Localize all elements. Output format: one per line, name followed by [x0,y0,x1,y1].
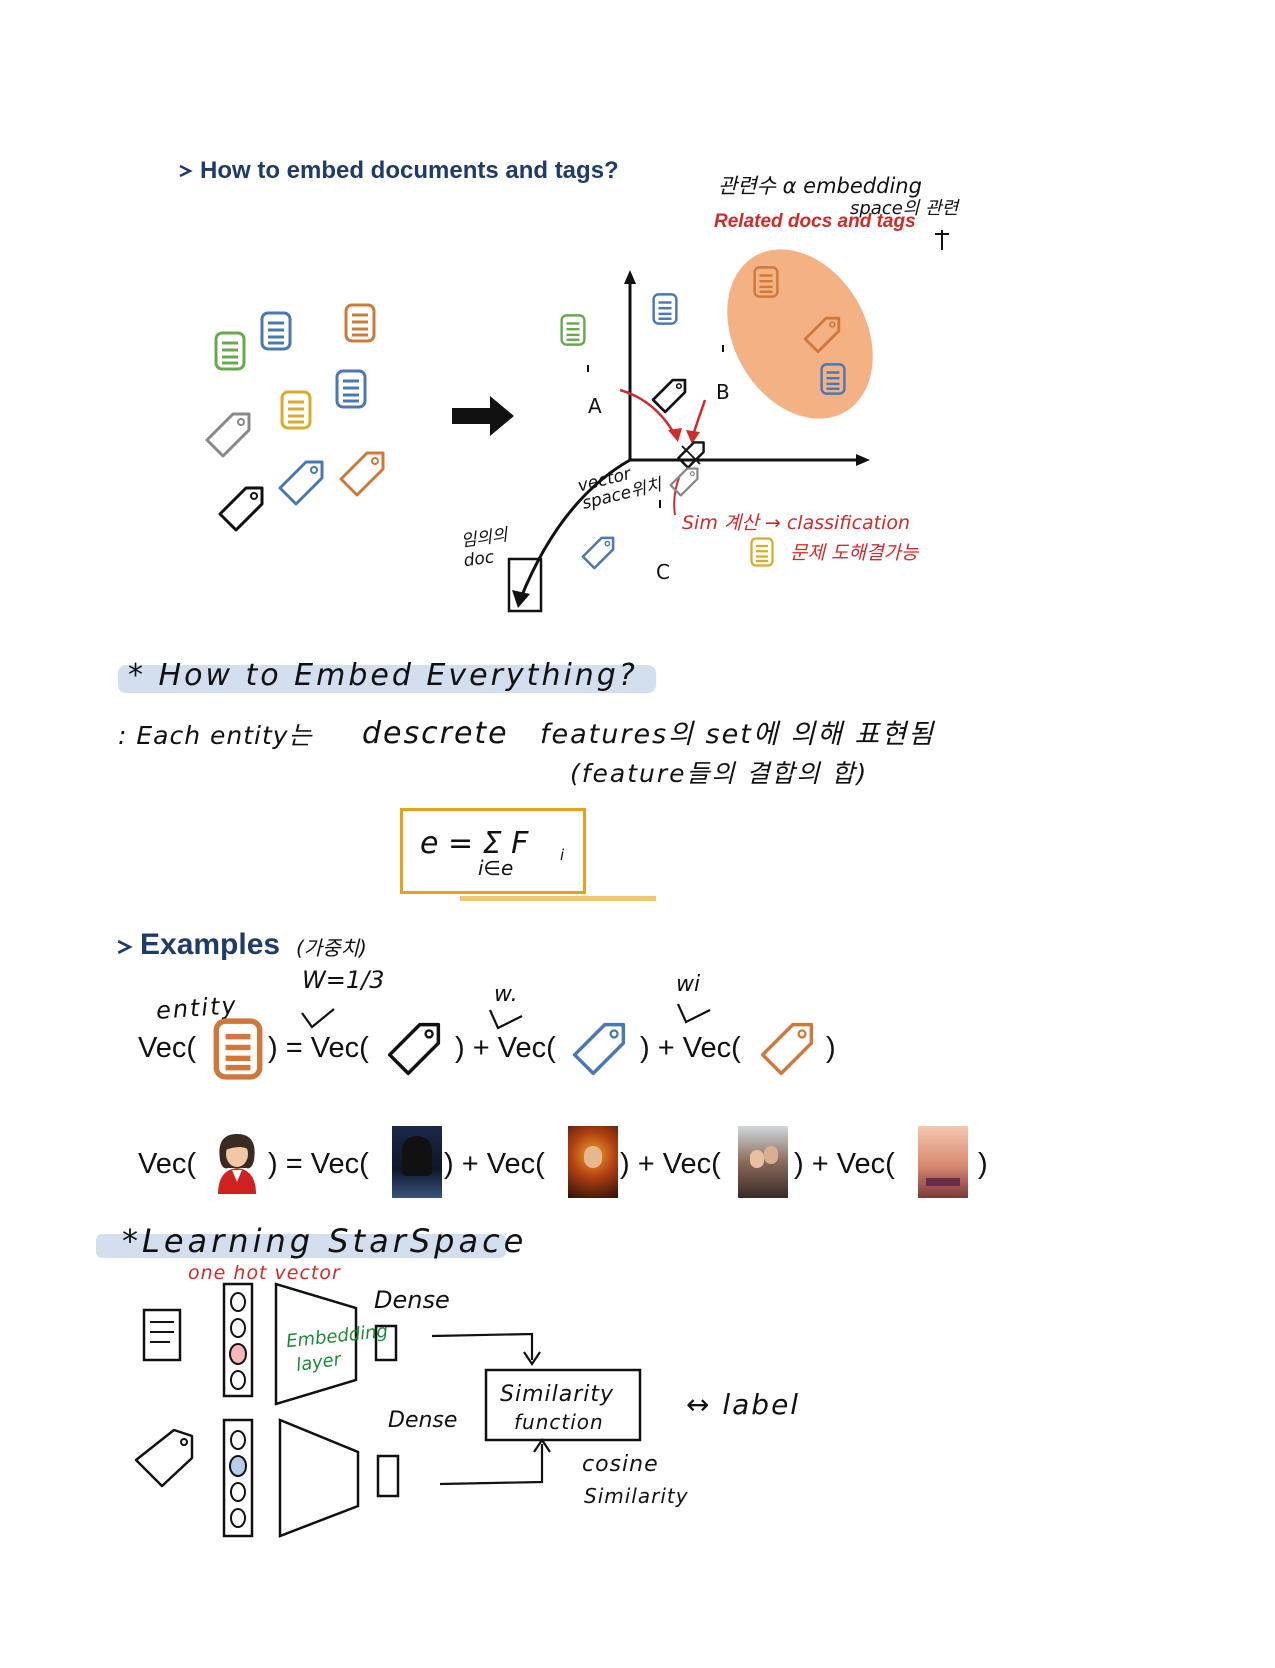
entity-line-a: : Each entity는 [118,721,313,750]
label-text: ↔ label [686,1388,801,1421]
formula-index: i [560,846,565,864]
movie-poster-2 [568,1126,618,1198]
weight-eq: W=1/3 [302,966,385,994]
doc-icon-green [214,331,246,371]
up-arrow-note-icon [935,230,949,250]
movie-poster-3 [738,1126,788,1198]
learning-heading: *Learning StarSpace [122,1222,528,1260]
learning-highlight [96,1234,506,1258]
tag-icon-orange-example [760,1022,814,1076]
examples-title: Examples [140,928,281,961]
tag-icon-black-example [387,1022,441,1076]
sim-note: Sim 계산 → classification [682,512,911,534]
close-2: ) [978,1148,988,1180]
plus-open-2: ) + Vec( [640,1032,741,1064]
formula-subscript: i∈e [478,856,514,880]
plus-open-3: ) + Vec( [444,1148,545,1180]
section-heading-everything: * How to Embed Everything? [128,658,638,693]
doc-icon-orange-cluster [753,266,779,298]
tag-icon-blue-diagram [581,536,615,570]
w-note-2: wi [676,972,701,997]
vec-open-2: Vec( [138,1148,197,1180]
cosine-label-2: Similarity [584,1484,689,1508]
weight-note: (가중치) [296,936,367,960]
entity-line-2: (feature들의 결합의 합) [570,759,869,788]
transform-arrow-icon [452,396,514,436]
tag-icon-orange-cluster [803,316,841,354]
starspace-diagram [134,1282,642,1538]
one-hot-label: one hot vector [188,1262,341,1284]
label-c: C [656,560,670,584]
sim-note-2: 문제 도해결가능 [790,542,919,564]
dense-label-1: Dense [374,1286,450,1314]
doc-icon-yellow-note [750,537,774,567]
handwritten-note-top: 관련수 α embedding [718,174,922,198]
dense-label-2: Dense [388,1408,458,1433]
tag-icon-blue-example [572,1022,626,1076]
tag-icon-orange [339,451,385,497]
handwritten-note-top2: space의 관련 [850,198,959,219]
check-mark-icon-3 [676,1003,711,1024]
movie-poster-1 [392,1126,442,1198]
close-1: ) [826,1032,836,1064]
tag-icon-gray [205,412,251,458]
label-a: A [588,394,602,418]
similarity-label-1: Similarity [500,1382,615,1407]
plus-open-1: ) + Vec( [455,1032,556,1064]
label-b: B [716,380,730,404]
w-note-1: w. [494,982,518,1007]
random-doc-box-icon [507,557,543,613]
tag-icon-target-diagram [677,441,705,469]
tag-icon-gray-diagram [669,467,699,497]
doc-icon-orange [344,303,376,343]
eq-open-1: ) = Vec( [268,1032,369,1064]
tag-icon-black [218,486,264,532]
doc-icon-yellow [280,390,312,430]
check-mark-icon-2 [488,1009,523,1030]
vec-open-1: Vec( [138,1032,197,1064]
movie-poster-4 [918,1126,968,1198]
similarity-label-2: function [514,1410,604,1434]
doc-icon-blue-2 [335,369,367,409]
eq-open-2: ) = Vec( [268,1148,369,1180]
bullet-arrow-icon [179,164,193,178]
user-avatar-icon [218,1134,256,1194]
check-mark-icon-1 [301,1008,335,1029]
entity-line-c: features의 set에 의해 표현됨 [540,719,936,750]
bullet-arrow-icon-2 [117,940,133,954]
page-title: How to embed documents and tags? [200,157,619,184]
doc-icon-blue-diagram [652,293,678,325]
doc-icon-blue-cluster [820,363,846,395]
plus-open-4: ) + Vec( [620,1148,721,1180]
tag-icon-blue [278,460,324,506]
doc-icon-blue [260,311,292,351]
related-cluster-ellipse [727,249,873,419]
formula-main: e = Σ F [420,826,529,861]
related-label: Related docs and tags [714,211,916,232]
doc-icon-orange-example [213,1018,263,1080]
heading-highlight [118,665,656,693]
cosine-label-1: cosine [582,1452,659,1477]
formula-shadow [460,896,656,901]
plus-open-5: ) + Vec( [794,1148,895,1180]
formula-box [400,808,586,894]
entity-line-b: descrete [362,716,509,751]
doc-icon-green-diagram [560,314,586,346]
tag-icon-black-diagram [651,378,687,414]
